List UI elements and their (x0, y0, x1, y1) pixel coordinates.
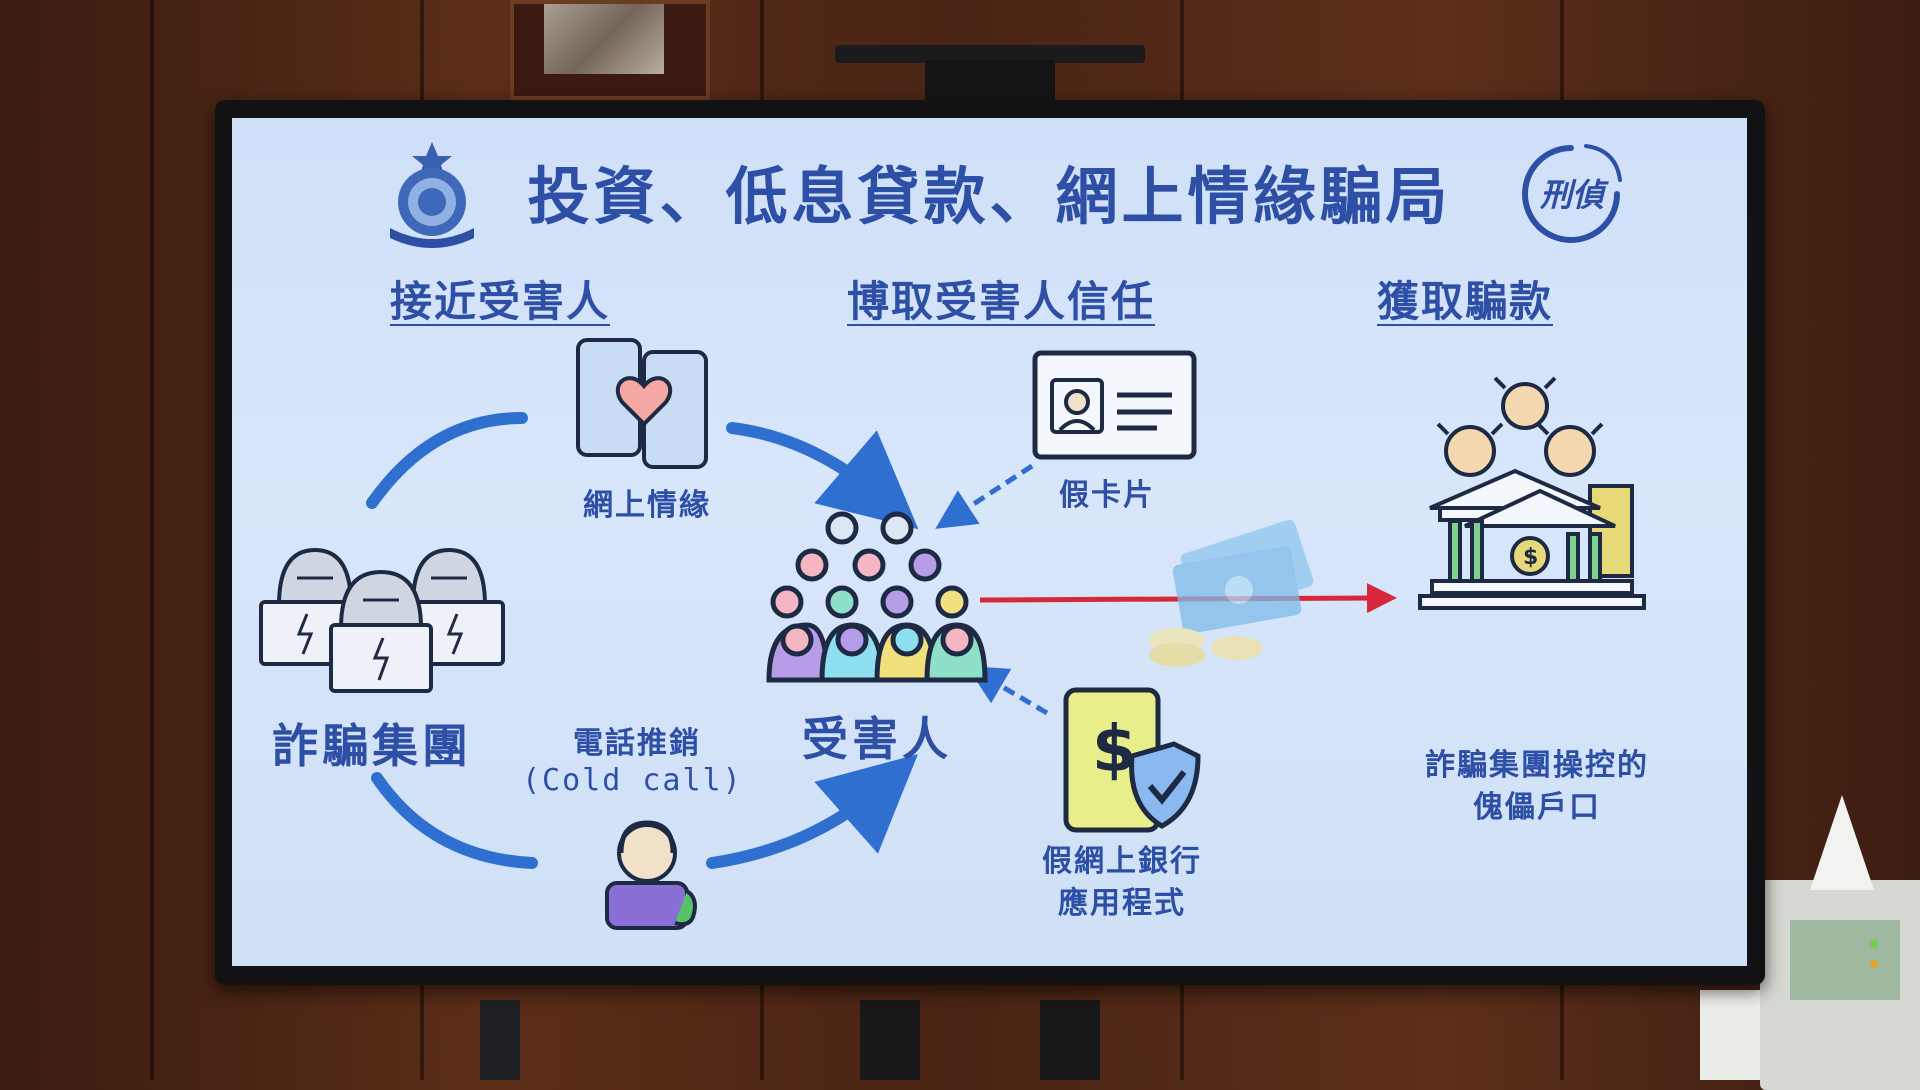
label-fake-banking-app-1: 假網上銀行 (1042, 844, 1202, 879)
label-victim: 受害人 (802, 712, 952, 766)
police-crest-icon (390, 142, 474, 248)
banking-app-icon: $ (1063, 687, 1201, 833)
arrow-coldcall-left (371, 772, 538, 869)
stage-gain-trust: 博取受害人信任 (847, 277, 1156, 326)
label-online-romance: 網上情緣 (583, 488, 711, 523)
id-card-icon (1032, 350, 1197, 460)
telemarketer-icon (605, 820, 697, 930)
label-scam-syndicate: 詐騙集團 (272, 719, 472, 773)
label-puppet-account-2: 傀儡戶口 (1473, 790, 1601, 825)
svg-text:$: $ (1092, 713, 1137, 787)
label-cold-call-en: (Cold call) (522, 763, 743, 798)
tv-stand-leg (1040, 1000, 1100, 1080)
tv-stand-top (835, 45, 1145, 63)
arrow-romance-left (366, 412, 528, 509)
victims-crowd-icon (766, 511, 988, 683)
label-fake-card: 假卡片 (1059, 478, 1155, 513)
side-cone (1810, 795, 1874, 890)
side-device (1760, 880, 1920, 1090)
tv-stand-leg (480, 1000, 520, 1080)
label-fake-banking-app-2: 應用程式 (1058, 886, 1186, 921)
label-puppet-account-1: 詐騙集團操控的 (1425, 748, 1649, 783)
arrow-romance-right (726, 422, 919, 530)
cid-logo-icon (1522, 144, 1622, 243)
slide-screen: 投資、低息貸款、網上情緣騙局 刑偵 接近受害人 博取受害人信任 獲取騙款 網上情 (232, 118, 1747, 966)
arrow-fake-card (935, 463, 1034, 529)
stage-obtain-money: 獲取騙款 (1377, 277, 1554, 326)
label-cold-call-zh: 電話推銷 (573, 726, 701, 761)
wall-panel-line (150, 0, 154, 1080)
phones-heart-icon (576, 338, 708, 469)
cid-logo-text: 刑偵 (1539, 176, 1604, 214)
arrow-fake-app (966, 665, 1049, 716)
hackers-icon (259, 547, 505, 693)
bank-bulls-icon: $ (1418, 376, 1646, 610)
svg-text:$: $ (1523, 545, 1538, 570)
tv-stand-leg (860, 1000, 920, 1080)
arrow-coldcall-right (706, 754, 918, 869)
stage-approach: 接近受害人 (390, 277, 611, 326)
slide-title: 投資、低息貸款、網上情緣騙局 (527, 160, 1452, 233)
wall-plaque (510, 0, 710, 100)
money-icon (1149, 519, 1314, 667)
